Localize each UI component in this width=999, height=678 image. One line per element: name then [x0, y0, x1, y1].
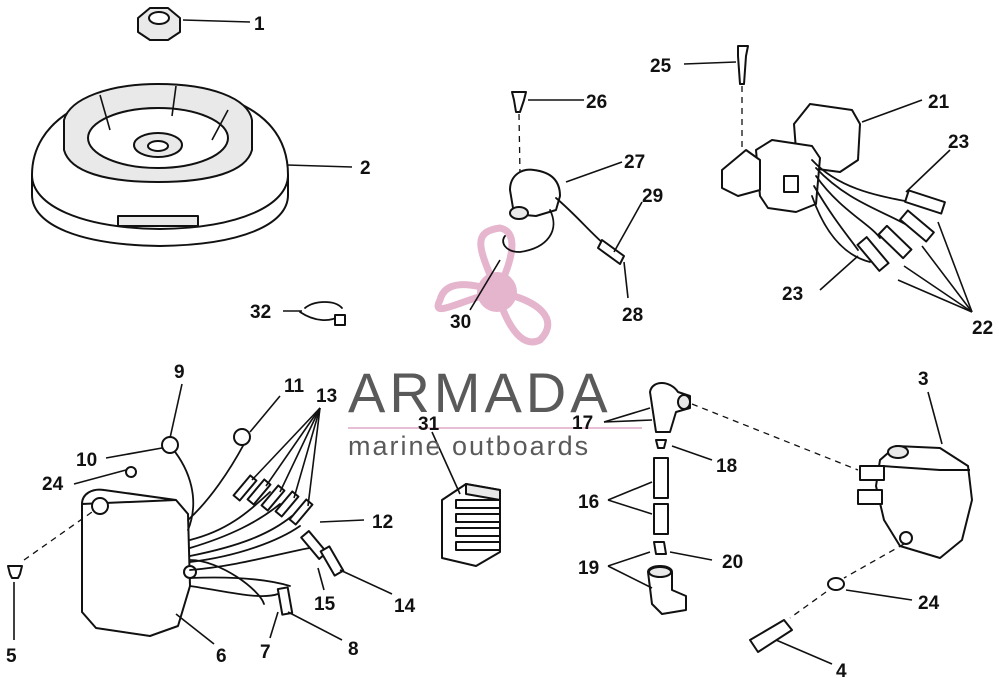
callout-23-upper: 23 [948, 132, 969, 153]
callout-12: 12 [372, 512, 393, 533]
callout-1: 1 [254, 14, 265, 35]
callout-6: 6 [216, 646, 227, 667]
callout-19: 19 [578, 558, 599, 579]
callout-28: 28 [622, 305, 643, 326]
callout-25: 25 [650, 56, 672, 77]
callout-32: 32 [250, 302, 271, 323]
callout-9: 9 [174, 362, 185, 383]
callout-11: 11 [284, 376, 305, 397]
callout-16: 16 [578, 492, 599, 513]
part-6-cd-module [7, 383, 393, 645]
callout-8: 8 [348, 639, 359, 660]
part-32-clip [283, 301, 346, 326]
part-3-ignition-coil [691, 391, 973, 665]
callout-13: 13 [316, 386, 337, 407]
callout-20: 20 [722, 552, 743, 573]
part-27-sensor-coil [469, 91, 643, 311]
callout-2: 2 [360, 158, 371, 179]
part-31-rectifier [431, 431, 501, 567]
part-17-spark-plug-boot [603, 382, 713, 461]
callout-24-right: 24 [918, 593, 940, 614]
part-19-spark-plug-boot [607, 541, 713, 615]
callout-17: 17 [572, 413, 593, 434]
callout-21: 21 [928, 92, 950, 113]
propeller-logo [434, 224, 552, 346]
callout-22: 22 [972, 318, 993, 339]
callout-26: 26 [586, 92, 607, 113]
callout-24-left: 24 [42, 474, 64, 495]
callout-30: 30 [450, 312, 471, 333]
callout-5: 5 [6, 646, 17, 667]
part-2-flywheel [31, 83, 353, 247]
part-16-sleeve [607, 457, 669, 535]
callout-4: 4 [836, 661, 847, 678]
callout-7: 7 [260, 642, 271, 663]
callout-31: 31 [418, 414, 440, 435]
part-1-flywheel-nut [137, 7, 251, 41]
part-21-power-pack [683, 45, 973, 313]
callout-23-lower: 23 [782, 284, 803, 305]
callout-15: 15 [314, 594, 336, 615]
callout-27: 27 [624, 152, 645, 173]
watermark-tagline: marine outboards [348, 431, 590, 461]
callout-3: 3 [918, 369, 929, 390]
watermark-brand: ARMADA [348, 361, 612, 424]
callout-29: 29 [642, 186, 663, 207]
callout-18: 18 [716, 456, 737, 477]
callout-10: 10 [76, 450, 97, 471]
callout-14: 14 [394, 596, 416, 617]
